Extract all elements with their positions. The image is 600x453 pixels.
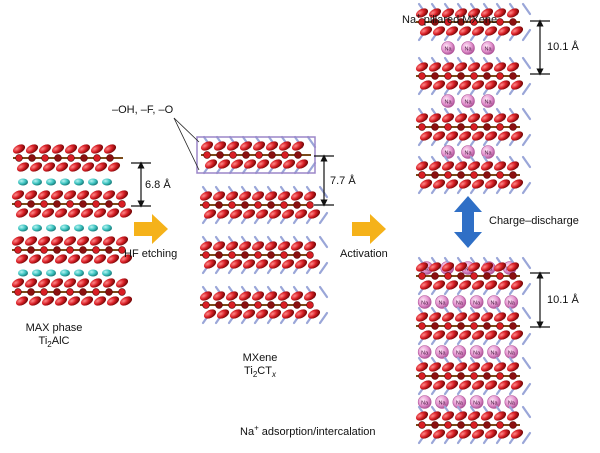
mxene-layer — [199, 285, 329, 325]
svg-text:Na: Na — [508, 350, 516, 356]
max-phase-label: MAX phase Ti2AlC — [12, 322, 96, 349]
svg-text:Na: Na — [456, 350, 464, 356]
svg-text:Na: Na — [473, 300, 481, 306]
max-phase-formula: Ti2AlC — [38, 334, 70, 349]
svg-text:Na: Na — [421, 350, 429, 356]
charge-discharge-arrow — [454, 196, 482, 248]
mxene-layer — [200, 135, 317, 175]
dimension-intercalated — [530, 271, 550, 329]
svg-text:Na: Na — [464, 99, 472, 105]
spacing-intercalated-label: 10.1 Å — [547, 294, 579, 306]
spacing-max-label: 6.8 Å — [145, 179, 171, 191]
svg-text:Na: Na — [444, 99, 452, 105]
svg-text:Na: Na — [508, 300, 516, 306]
mxene-title: MXene — [242, 352, 278, 364]
hf-etching-label: HF etching — [124, 248, 178, 260]
dimension-mxene — [314, 154, 334, 207]
svg-text:Na: Na — [464, 150, 472, 156]
svg-text:Na: Na — [421, 400, 429, 406]
max-layer — [12, 144, 123, 172]
dimension-max — [131, 161, 151, 208]
svg-text:Na: Na — [423, 266, 431, 272]
spacing-pillared-label: 10.1 Å — [547, 41, 579, 53]
max-layer — [11, 278, 133, 306]
svg-text:Na: Na — [421, 300, 429, 306]
termination-pointer-line — [173, 117, 200, 171]
mxene-formula: Ti2CTx — [244, 364, 276, 379]
dimension-pillared — [530, 19, 550, 76]
max-phase-title: MAX phase — [25, 322, 83, 334]
mxene-layer — [199, 185, 329, 225]
svg-text:Na: Na — [444, 150, 452, 156]
hf-etching-arrow — [134, 214, 168, 244]
svg-text:Na: Na — [490, 400, 498, 406]
intercalated-layer — [415, 306, 532, 346]
charge-discharge-label: Charge–discharge — [489, 215, 579, 227]
svg-text:Na: Na — [456, 300, 464, 306]
sodium-row: Na Na Na — [441, 145, 495, 159]
max-layer — [11, 236, 133, 264]
terminations-label: –OH, –F, –O — [112, 104, 174, 116]
svg-text:Na: Na — [438, 350, 446, 356]
max-layer — [11, 190, 133, 218]
svg-text:Na: Na — [484, 150, 492, 156]
spacing-mxene-label: 7.7 Å — [330, 175, 356, 187]
pillared-layer — [415, 155, 532, 195]
pillared-layer — [415, 56, 532, 96]
aluminium-row — [18, 178, 112, 186]
svg-text:Na: Na — [484, 46, 492, 52]
svg-text:Na: Na — [473, 400, 481, 406]
adsorption-intercalation-label: Na+ adsorption/intercalation — [240, 423, 376, 438]
sodium-row: Na Na Na Na Na Na — [417, 345, 519, 359]
pillared-mxene-label: Na+ pillared MXene — [402, 11, 498, 26]
svg-text:Na: Na — [473, 350, 481, 356]
aluminium-row — [18, 269, 112, 277]
svg-text:Na: Na — [490, 300, 498, 306]
pillared-layer — [415, 2, 532, 42]
svg-text:Na: Na — [464, 46, 472, 52]
sodium-row: Na Na Na Na Na Na — [417, 395, 519, 409]
svg-text:Na: Na — [438, 400, 446, 406]
aluminium-row — [18, 224, 112, 232]
svg-text:Na: Na — [508, 400, 516, 406]
pillared-layer — [415, 107, 532, 147]
svg-text:Na: Na — [484, 99, 492, 105]
intercalated-layer — [415, 356, 532, 396]
svg-text:Na: Na — [438, 300, 446, 306]
sodium-row: Na Na Na — [441, 41, 495, 55]
activation-label: Activation — [340, 248, 388, 260]
sodium-row: Na Na Na Na Na Na — [417, 295, 519, 309]
sodium-row: Na Na Na — [441, 94, 495, 108]
intercalated-layer — [415, 256, 532, 296]
svg-text:Na: Na — [444, 46, 452, 52]
svg-text:Na: Na — [456, 400, 464, 406]
termination-pointer-line — [173, 117, 200, 143]
svg-text:Na: Na — [490, 350, 498, 356]
mxene-layer — [199, 235, 329, 275]
activation-arrow — [352, 214, 386, 244]
mxene-label: MXene Ti2CTx — [222, 352, 298, 379]
intercalated-layer — [415, 405, 532, 445]
termination-highlight-box — [196, 136, 316, 174]
